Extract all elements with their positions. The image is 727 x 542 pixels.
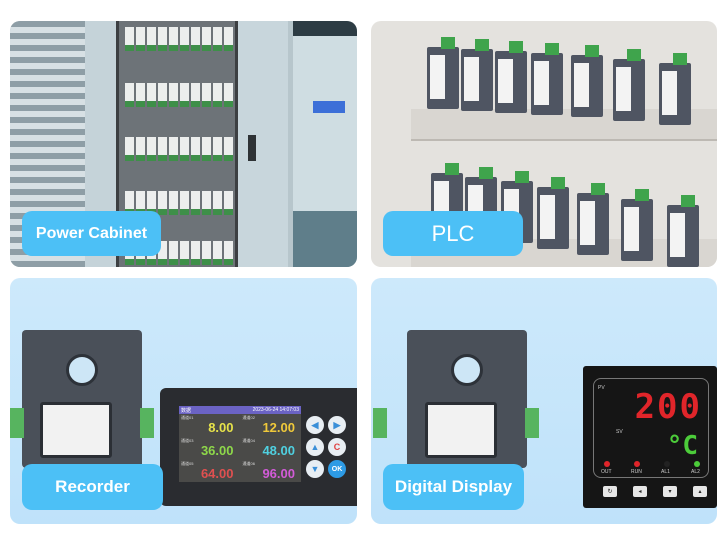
led-al2 (694, 461, 700, 467)
led-label: AL1 (661, 469, 670, 475)
data-center-background (293, 21, 357, 267)
cycle-button-icon: ↻ (603, 486, 617, 497)
right-key-icon: ▶ (328, 416, 346, 434)
cancel-key-icon: C (328, 438, 346, 456)
recorder-keypad: ◀ ▶ ▲ C ▼ OK (306, 416, 346, 478)
label-power-cabinet: Power Cabinet (22, 211, 161, 256)
temperature-controller: PV SV 200 °C OUT RUN AL1 AL2 ↻ ◂ ▾ ▴ (583, 366, 717, 508)
label-digital-display: Digital Display (383, 464, 524, 510)
ok-key-icon: OK (328, 460, 346, 478)
screen-time: 14:07:03 (279, 407, 299, 413)
pv-value: 200 (634, 387, 702, 427)
led-label: RUN (631, 469, 642, 475)
left-button-icon: ◂ (633, 486, 647, 497)
card-power-cabinet[interactable]: Power Cabinet (10, 21, 357, 267)
pv-label: PV (598, 385, 605, 391)
led-al1 (664, 461, 670, 467)
down-key-icon: ▼ (306, 460, 324, 478)
label-plc: PLC (383, 211, 523, 256)
screen-title: 数据 (181, 407, 192, 414)
cabinet-door (238, 21, 288, 267)
left-key-icon: ◀ (306, 416, 324, 434)
led-run (634, 461, 640, 467)
door-handle (248, 135, 256, 161)
blue-stripe (313, 101, 345, 113)
led-label: AL2 (691, 469, 700, 475)
led-out (604, 461, 610, 467)
card-plc[interactable]: PLC (371, 21, 717, 267)
sv-value: °C (666, 431, 698, 461)
up-key-icon: ▲ (306, 438, 324, 456)
controller-display: PV SV 200 °C OUT RUN AL1 AL2 (593, 378, 709, 478)
down-button-icon: ▾ (663, 486, 677, 497)
up-button-icon: ▴ (693, 486, 707, 497)
card-digital-display[interactable]: PV SV 200 °C OUT RUN AL1 AL2 ↻ ◂ ▾ ▴ Dig… (371, 278, 717, 524)
led-label: OUT (601, 469, 612, 475)
current-sensor-image (373, 330, 539, 468)
current-sensor-image (10, 330, 154, 468)
sv-label: SV (616, 429, 623, 435)
label-recorder: Recorder (22, 464, 163, 510)
screen-date: 2023-06-24 (252, 407, 279, 413)
